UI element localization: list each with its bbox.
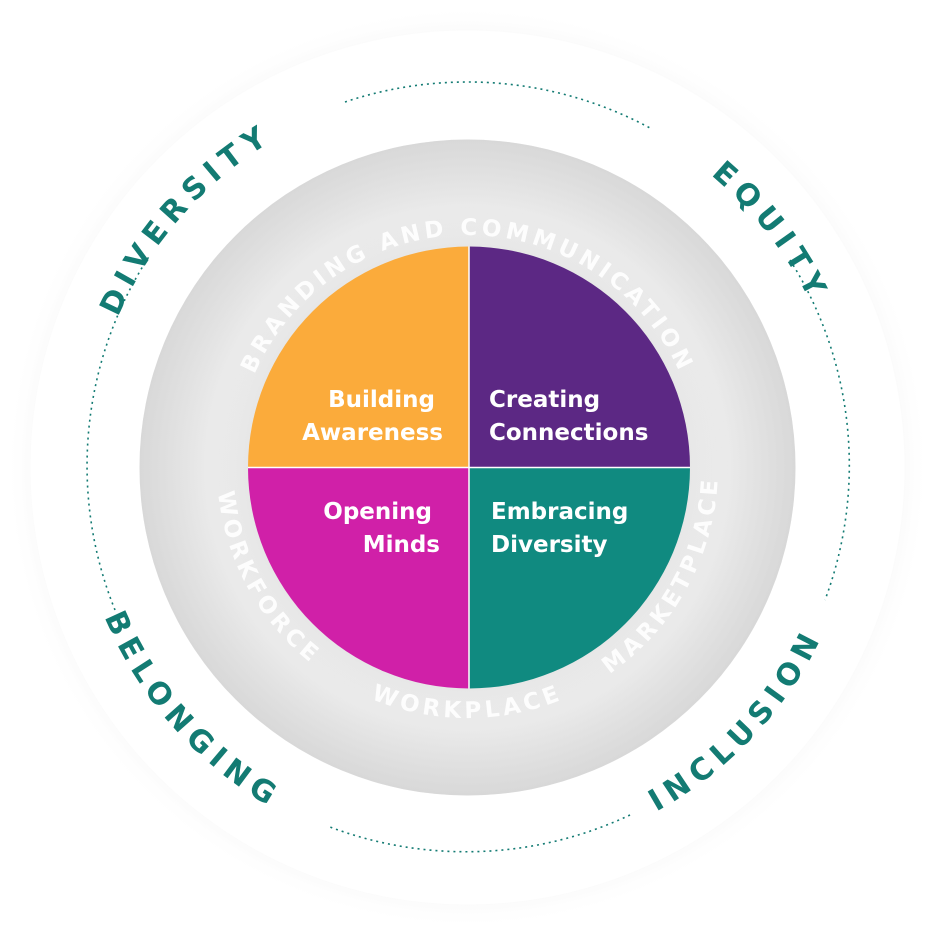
quadrant-label-opening: Opening Minds	[323, 499, 440, 558]
quadrant-creating-connections	[469, 246, 690, 468]
dotted-arc-equity-inclusion	[789, 259, 851, 601]
center-pie	[248, 246, 690, 689]
dotted-arc-belonging-diversity	[86, 254, 151, 611]
quadrant-embracing-diversity	[469, 467, 690, 689]
quadrant-opening-minds	[248, 467, 469, 689]
quadrant-label-embracing: Embracing Diversity	[491, 499, 636, 558]
outer-dotted-ring	[86, 81, 851, 853]
quadrant-building-awareness	[248, 246, 469, 468]
quadrant-label-creating: Creating Connections	[489, 387, 648, 446]
dotted-arc-diversity-equity	[344, 81, 651, 129]
quadrant-label-building: Building Awareness	[302, 387, 443, 446]
